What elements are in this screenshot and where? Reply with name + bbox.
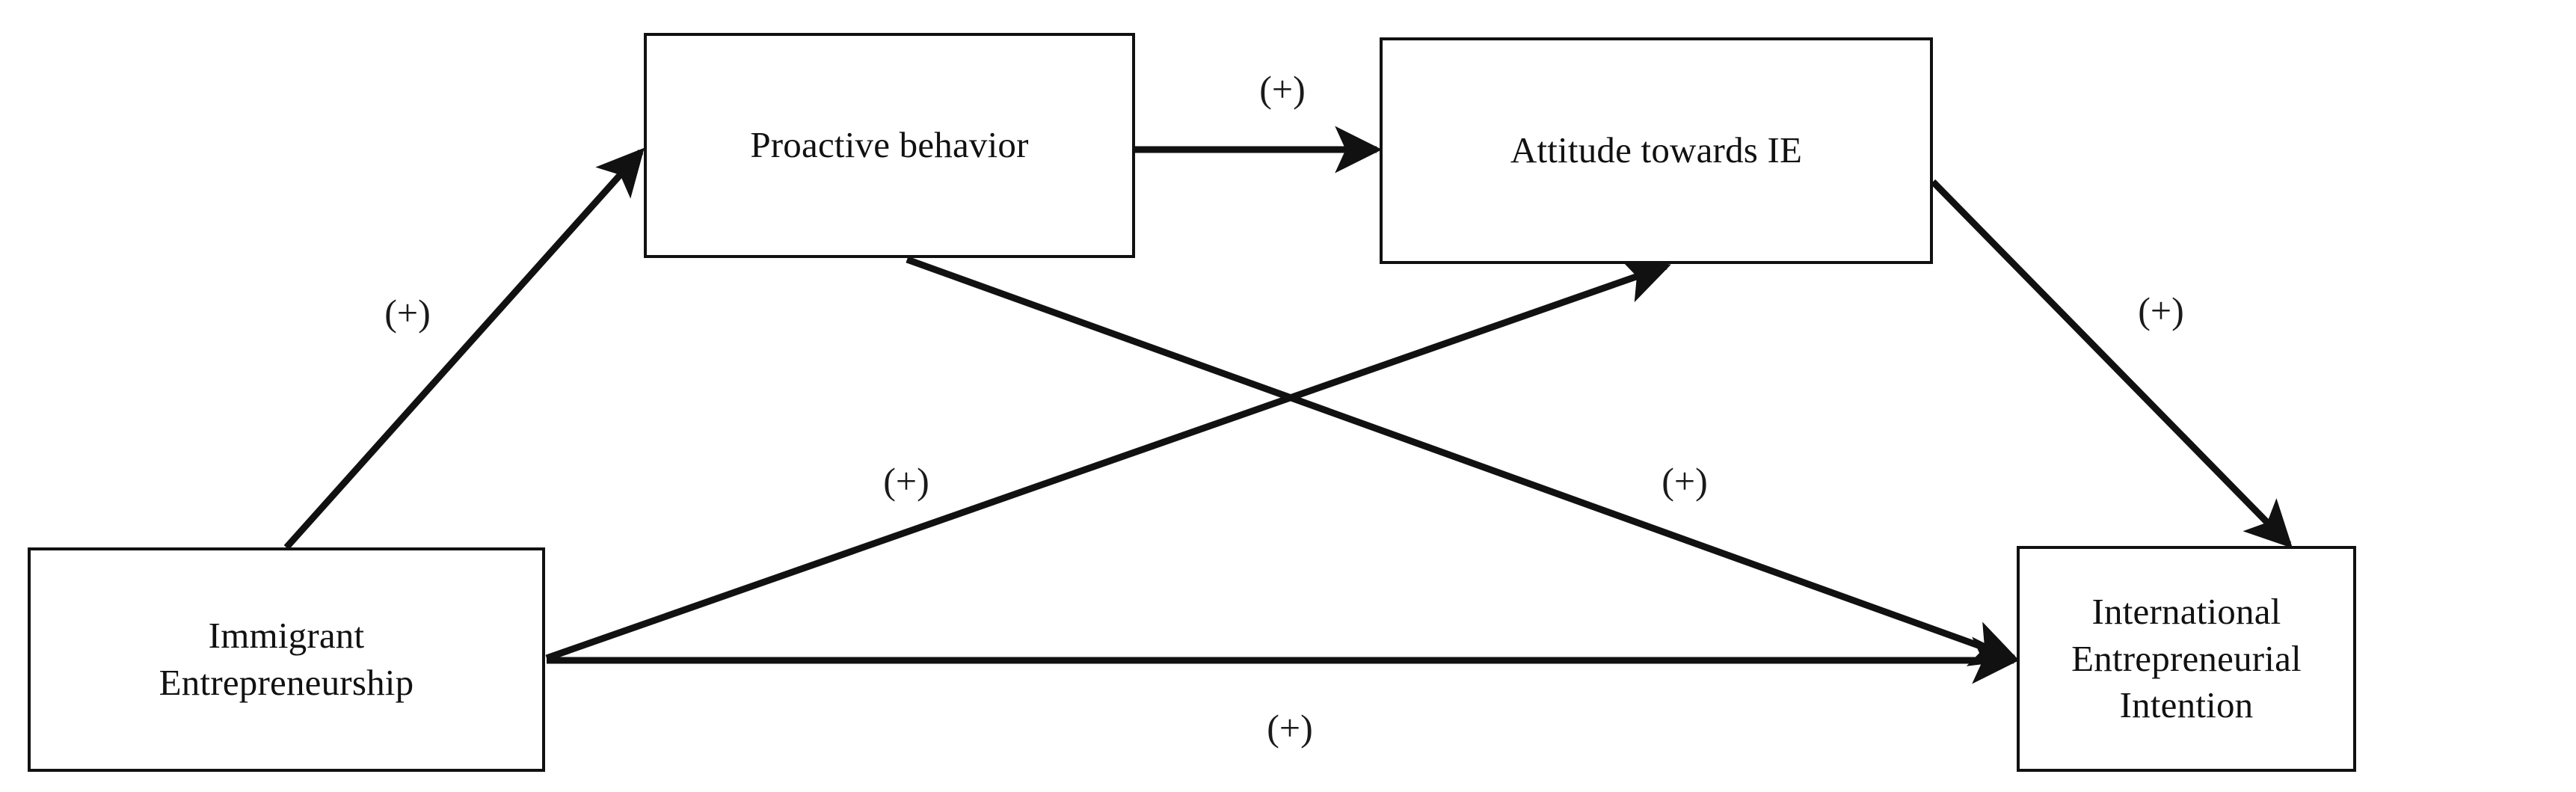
node-immigrant-entrepreneurship[interactable]: Immigrant Entrepreneurship	[28, 547, 545, 772]
node-label-immigrant-entrepreneurship: Immigrant Entrepreneurship	[159, 615, 414, 703]
edge-sign-ie-to-proactive: (+)	[384, 292, 431, 334]
edge-attitude-to-intention	[1930, 179, 2293, 549]
edge-proactive-to-intention	[906, 256, 2019, 666]
node-proactive-behavior[interactable]: Proactive behavior	[644, 33, 1135, 258]
edge-ie-to-attitude	[545, 257, 1671, 662]
edge-sign-ie-to-attitude: (+)	[883, 460, 929, 502]
node-label-proactive-behavior: Proactive behavior	[750, 124, 1029, 166]
edge-sign-proactive-to-attitude: (+)	[1259, 68, 1306, 110]
node-attitude-towards-ie[interactable]: Attitude towards IE	[1380, 37, 1933, 264]
node-international-entrepreneurial-intention[interactable]: International Entrepreneurial Intention	[2017, 546, 2356, 772]
edge-sign-attitude-to-intention: (+)	[2138, 289, 2184, 331]
node-label-attitude-towards-ie: Attitude towards IE	[1510, 129, 1803, 171]
edge-sign-ie-to-intention: (+)	[1267, 707, 1313, 749]
node-label-international-entrepreneurial-intention: International Entrepreneurial Intention	[2071, 590, 2302, 726]
edge-ie-to-proactive	[283, 147, 645, 550]
edge-sign-proactive-to-intention: (+)	[1662, 460, 1708, 502]
